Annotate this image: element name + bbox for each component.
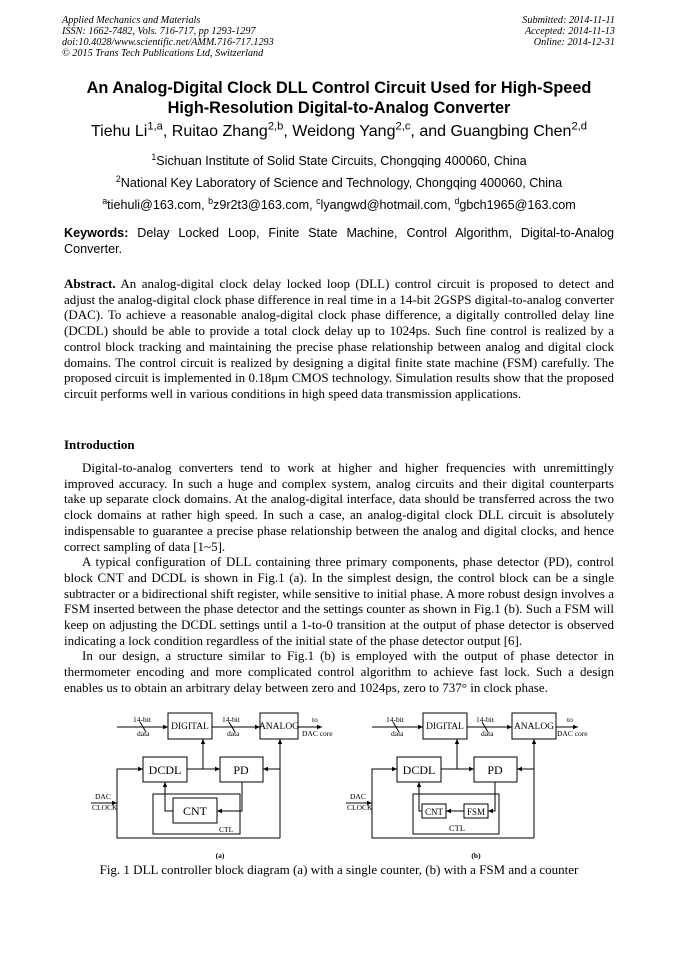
digital-block (167, 712, 213, 740)
author: Tiehu Li1,a, (90, 120, 172, 140)
issn: ISSN: 1662-7482, Vols. 716-717, pp 1293-… (62, 26, 256, 37)
diagram-a (91, 712, 322, 839)
ctl-block (152, 793, 241, 835)
accepted-date: Accepted: 2014-11-13 (524, 26, 615, 37)
journal-name: Applied Mechanics and Materials (62, 15, 201, 26)
svg-text:PD: PD (233, 763, 249, 777)
ctl-block (412, 793, 500, 835)
journal-info: Applied Mechanics and Materials ISSN: 16… (62, 15, 274, 59)
svg-text:ANALOG: ANALOG (259, 722, 299, 732)
submitted-date: Submitted: 2014-11-11 (522, 15, 615, 26)
svg-text:CTL: CTL (449, 823, 465, 833)
title-line-1: An Analog-Digital Clock DLL Control Circ… (86, 79, 592, 97)
subfigure-a-label: (a) (216, 851, 225, 860)
svg-text:data: data (137, 729, 150, 738)
svg-text:CLOCK: CLOCK (347, 803, 373, 812)
digital-block (422, 712, 468, 740)
svg-text:DIGITAL: DIGITAL (171, 722, 209, 732)
keywords: Keywords: Delay Locked Loop, Finite Stat… (64, 226, 614, 256)
figure-caption: Fig. 1 DLL controller block diagram (a) … (99, 862, 579, 877)
paper-title: An Analog-Digital Clock DLL Control Circ… (40, 78, 638, 118)
svg-text:14-bit: 14-bit (222, 715, 241, 724)
online-date: Online: 2014-12-31 (533, 37, 615, 48)
svg-text:14-bit: 14-bit (386, 715, 405, 724)
svg-text:FSM: FSM (467, 807, 485, 817)
subfigure-b-label: (b) (471, 851, 481, 860)
svg-text:DAC: DAC (95, 792, 111, 801)
paragraph: A typical configuration of DLL containin… (64, 554, 614, 648)
svg-text:data: data (391, 729, 404, 738)
author: Ruitao Zhang2,b, (171, 120, 293, 140)
emails: atiehuli@163.com, bz9r2t3@163.com, clyan… (102, 195, 576, 212)
doi: doi:10.4028/www.scientific.net/AMM.716-7… (62, 37, 274, 48)
author: Weidong Yang2,c, and (292, 120, 451, 140)
svg-text:DIGITAL: DIGITAL (426, 722, 464, 732)
introduction-heading: Introduction (64, 437, 135, 452)
diagram-a-labels: 14-bit data DIGITAL 14-bit data ANALOG t… (92, 715, 333, 860)
affiliation-1: 1Sichuan Institute of Solid State Circui… (151, 151, 527, 168)
svg-text:DCDL: DCDL (403, 763, 436, 777)
svg-text:data: data (481, 729, 494, 738)
svg-text:to: to (312, 715, 318, 724)
affiliation-2: 2National Key Laboratory of Science and … (115, 173, 563, 190)
svg-text:DAC core: DAC core (557, 729, 588, 738)
svg-text:DAC: DAC (350, 792, 366, 801)
title-line-2: High-Resolution Digital-to-Analog Conver… (167, 99, 511, 117)
diagram-b-labels: 14-bit data DIGITAL 14-bit data ANALOG t… (347, 715, 588, 860)
svg-text:data: data (227, 729, 240, 738)
svg-text:to: to (567, 715, 573, 724)
svg-text:CLOCK: CLOCK (92, 803, 118, 812)
svg-text:14-bit: 14-bit (476, 715, 495, 724)
diagram-b (346, 712, 578, 839)
author: Guangbing Chen2,d (450, 120, 587, 140)
paragraph: In our design, a structure similar to Fi… (64, 648, 614, 695)
svg-text:14-bit: 14-bit (133, 715, 152, 724)
svg-text:DAC core: DAC core (302, 729, 333, 738)
svg-text:CNT: CNT (183, 804, 208, 818)
svg-text:CTL: CTL (219, 825, 234, 834)
paragraph: Digital-to-analog converters tend to wor… (64, 460, 614, 554)
abstract: Abstract. An analog-digital clock delay … (64, 276, 614, 401)
introduction-body: Digital-to-analog converters tend to wor… (64, 460, 614, 696)
svg-text:CNT: CNT (425, 807, 444, 817)
dates-info: Submitted: 2014-11-11 Accepted: 2014-11-… (522, 15, 615, 48)
svg-text:ANALOG: ANALOG (514, 722, 554, 732)
svg-text:PD: PD (487, 763, 503, 777)
author-list: Tiehu Li1,a, Ruitao Zhang2,b, Weidong Ya… (0, 120, 678, 141)
copyright: © 2015 Trans Tech Publications Ltd, Swit… (62, 48, 264, 59)
svg-text:DCDL: DCDL (149, 763, 182, 777)
